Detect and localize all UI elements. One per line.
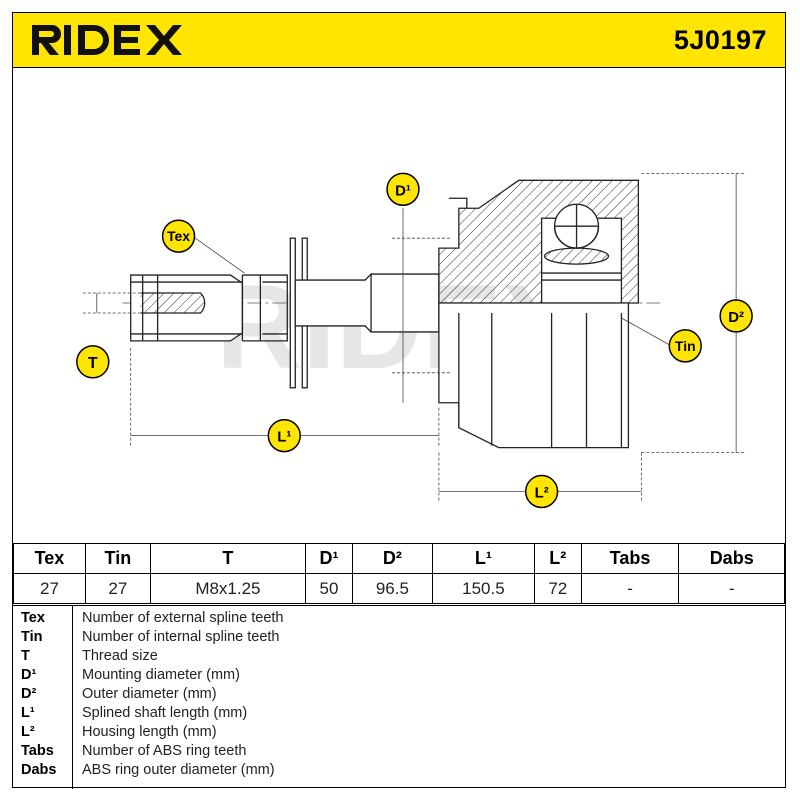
legend-abbr: Dabs [21, 762, 57, 778]
spec-value-cell: 27 [13, 573, 86, 604]
label-d2: D² [728, 309, 744, 326]
ridex-logo-icon [32, 25, 182, 55]
legend-abbr: L² [21, 724, 35, 740]
legend-abbr: L¹ [21, 705, 35, 721]
label-tex-badge: Tex [161, 219, 196, 253]
spec-value-cell: 96.5 [351, 573, 433, 604]
part-number: 5J0197 [673, 25, 767, 55]
label-d2-badge: D² [719, 299, 753, 333]
legend-abbr: D¹ [21, 667, 37, 683]
spec-header-cell: Tabs [580, 543, 680, 574]
label-l2: L² [535, 485, 549, 502]
legend-divider [72, 606, 73, 789]
spec-header-cell: L² [533, 543, 582, 574]
dimension-lines [82, 172, 747, 502]
legend-item: Tabs Number of ABS ring teeth [13, 743, 785, 762]
housing-exterior [438, 302, 630, 449]
legend-item: T Thread size [13, 648, 785, 667]
legend: Tex Number of external spline teeth Tin … [13, 605, 785, 789]
legend-item: Tin Number of internal spline teeth [13, 629, 785, 648]
spec-header-cell: Tex [13, 543, 86, 574]
legend-item: L² Housing length (mm) [13, 724, 785, 743]
legend-desc: Number of ABS ring teeth [82, 743, 247, 759]
spec-header-cell: Dabs [678, 543, 785, 574]
label-l2-badge: L² [524, 474, 559, 509]
spec-header-cell: D¹ [305, 543, 353, 574]
label-t: T [88, 355, 98, 372]
spec-header-row: Tex Tin T D¹ D² L¹ L² Tabs Dabs [13, 543, 785, 574]
legend-abbr: T [21, 648, 30, 664]
legend-desc: Outer diameter (mm) [82, 686, 217, 702]
label-tin-badge: Tin [668, 329, 702, 363]
legend-item: Dabs ABS ring outer diameter (mm) [13, 762, 785, 781]
legend-abbr: Tabs [21, 743, 54, 759]
label-d1: D¹ [395, 182, 411, 199]
spec-header-cell: L¹ [431, 543, 535, 574]
legend-desc: Number of external spline teeth [82, 610, 284, 626]
spec-value-cell: 50 [305, 573, 353, 604]
legend-item: D² Outer diameter (mm) [13, 686, 785, 705]
label-l1: L¹ [277, 429, 291, 446]
spec-value-cell: 27 [84, 573, 151, 604]
legend-desc: Housing length (mm) [82, 724, 217, 740]
legend-desc: Mounting diameter (mm) [82, 667, 240, 683]
legend-item: L¹ Splined shaft length (mm) [13, 705, 785, 724]
spec-header-cell: D² [351, 543, 433, 574]
legend-desc: Thread size [82, 648, 158, 664]
label-tex: Tex [167, 228, 190, 244]
spec-value-cell: 150.5 [431, 573, 535, 604]
spec-value-row: 27 27 M8x1.25 50 96.5 150.5 72 - - [13, 573, 785, 604]
label-d1-badge: D¹ [386, 172, 420, 207]
legend-abbr: D² [21, 686, 37, 702]
spec-table: Tex Tin T D¹ D² L¹ L² Tabs Dabs 27 27 M8… [13, 543, 785, 604]
spec-value-cell: 72 [533, 573, 582, 604]
label-t-badge: T [76, 345, 110, 379]
brand-logo [28, 19, 208, 64]
legend-abbr: Tin [21, 629, 43, 645]
shaft-stub [294, 273, 440, 333]
legend-item: D¹ Mounting diameter (mm) [13, 667, 785, 686]
spec-value-cell: - [580, 573, 680, 604]
legend-item: Tex Number of external spline teeth [13, 610, 785, 629]
housing-section [438, 179, 640, 304]
cv-joint-drawing: RIDEX [76, 172, 753, 509]
legend-abbr: Tex [21, 610, 45, 626]
spec-sheet: 5J0197 RIDEX [12, 12, 786, 789]
spec-header-cell: T [149, 543, 307, 574]
spec-header-cell: Tin [84, 543, 151, 574]
splined-shaft [130, 274, 288, 342]
spec-value-cell: M8x1.25 [149, 573, 307, 604]
spec-value-cell: - [678, 573, 785, 604]
legend-desc: Splined shaft length (mm) [82, 705, 248, 721]
legend-desc: ABS ring outer diameter (mm) [82, 762, 275, 778]
legend-desc: Number of internal spline teeth [82, 629, 280, 645]
label-l1-badge: L¹ [267, 418, 302, 453]
label-tin: Tin [675, 338, 696, 354]
header-bar: 5J0197 [13, 13, 785, 68]
